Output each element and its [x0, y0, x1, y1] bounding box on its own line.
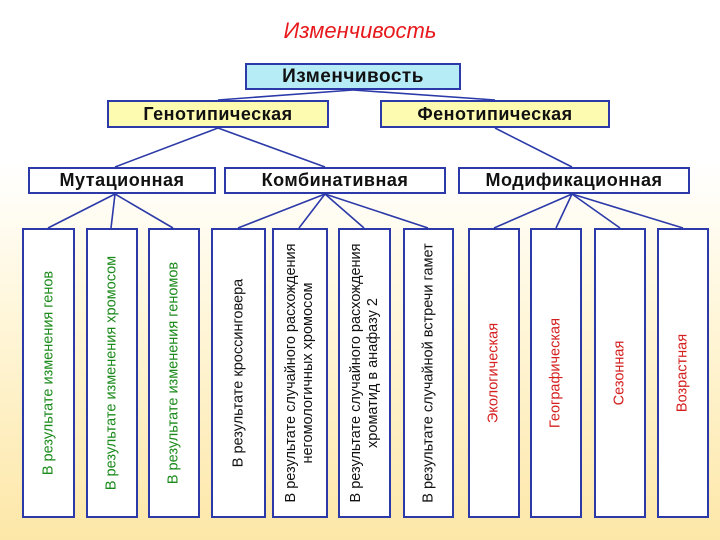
combinative-label: Комбинативная [261, 170, 409, 190]
column-age-related: Возрастная [657, 228, 709, 518]
column-label: Географическая [547, 318, 564, 428]
column-label: Экологическая [485, 322, 502, 424]
column-label: В результате изменения хромосом [103, 255, 120, 491]
column-genome-change: В результате изменения геномов [148, 228, 200, 518]
column-label: В результате случайного расхождения хром… [347, 243, 381, 503]
column-label: В результате изменения геномов [165, 261, 182, 485]
page-title: Изменчивость [283, 18, 437, 43]
column-ecological: Экологическая [468, 228, 520, 518]
root-label: Изменчивость [282, 65, 424, 87]
phenotypic-label: Фенотипическая [417, 103, 573, 124]
phenotypic-node: Фенотипическая [380, 100, 610, 128]
column-geographic: Географическая [530, 228, 582, 518]
column-nonhomologous-segregation: В результате случайного расхождения него… [272, 228, 328, 518]
column-gamete-meeting: В результате случайной встречи гамет [403, 228, 454, 518]
modification-label: Модификационная [485, 170, 663, 190]
combinative-node: Комбинативная [224, 167, 446, 194]
column-label: В результате случайной встречи гамет [420, 243, 436, 503]
mutational-node: Мутационная [28, 167, 216, 194]
column-label: В результате изменения генов [40, 270, 56, 476]
genotypic-node: Генотипическая [107, 100, 329, 128]
column-chromatid-segregation: В результате случайного расхождения хром… [338, 228, 391, 518]
root-node: Изменчивость [245, 63, 461, 90]
column-label: Возрастная [674, 333, 691, 413]
modification-node: Модификационная [458, 167, 690, 194]
column-chromosome-change: В результате изменения хромосом [86, 228, 138, 518]
column-label: В результате кроссинговера [230, 278, 246, 468]
genotypic-label: Генотипическая [143, 103, 293, 124]
mutational-label: Мутационная [59, 170, 185, 190]
column-gene-change: В результате изменения генов [22, 228, 75, 518]
column-crossing-over: В результате кроссинговера [211, 228, 266, 518]
column-seasonal: Сезонная [594, 228, 646, 518]
column-label: Сезонная [611, 340, 628, 406]
column-label: В результате случайного расхождения него… [283, 243, 316, 503]
